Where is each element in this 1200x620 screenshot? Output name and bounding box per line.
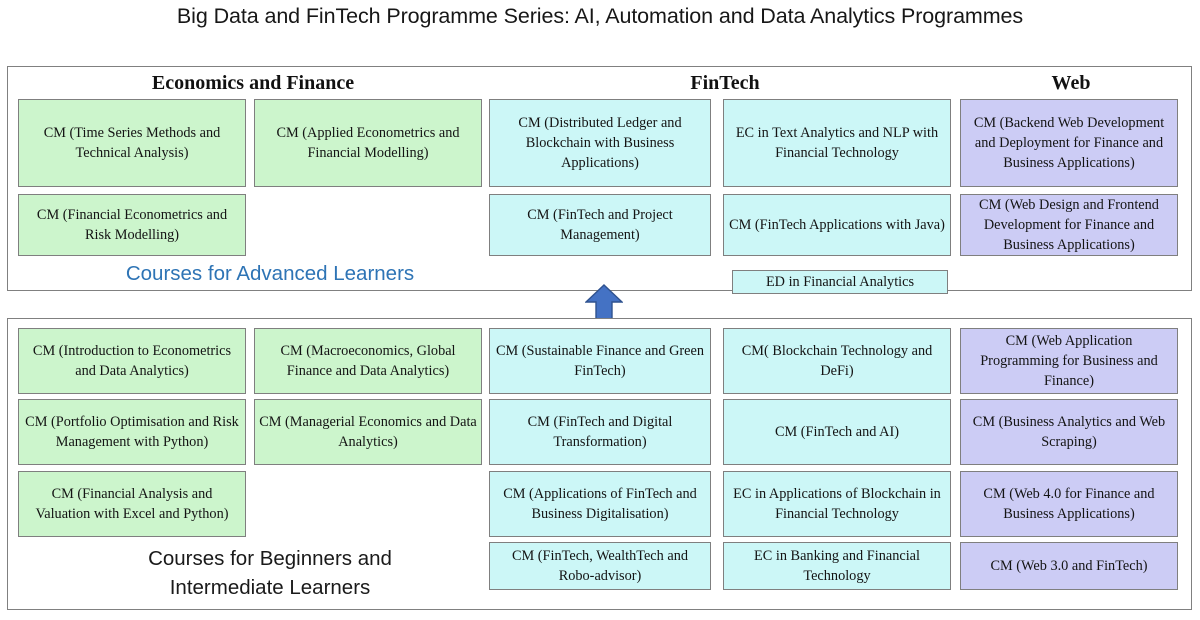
course-box[interactable]: CM (Backend Web Development and Deployme… (960, 99, 1178, 187)
course-box[interactable]: CM (Web 4.0 for Finance and Business App… (960, 471, 1178, 537)
beginner-learners-label: Courses for Beginners and Intermediate L… (148, 547, 392, 600)
up-arrow-icon (585, 284, 623, 322)
course-box[interactable]: EC in Banking and Financial Technology (723, 542, 951, 590)
course-box[interactable]: CM (Macroeconomics, Global Finance and D… (254, 328, 482, 394)
course-box[interactable]: CM (Distributed Ledger and Blockchain wi… (489, 99, 711, 187)
course-box[interactable]: CM (Time Series Methods and Technical An… (18, 99, 246, 187)
course-box[interactable]: CM (Financial Econometrics and Risk Mode… (18, 194, 246, 256)
course-box[interactable]: CM (Managerial Economics and Data Analyt… (254, 399, 482, 465)
course-box[interactable]: CM (FinTech and AI) (723, 399, 951, 465)
course-box[interactable]: CM (Business Analytics and Web Scraping) (960, 399, 1178, 465)
column-header-fintech: FinTech (690, 72, 760, 94)
course-box[interactable]: CM (Financial Analysis and Valuation wit… (18, 471, 246, 537)
course-box[interactable]: ED in Financial Analytics (732, 270, 948, 294)
course-box[interactable]: CM (Applied Econometrics and Financial M… (254, 99, 482, 187)
course-box[interactable]: CM (Sustainable Finance and Green FinTec… (489, 328, 711, 394)
course-box[interactable]: CM (Web Application Programming for Busi… (960, 328, 1178, 394)
course-box[interactable]: CM (Portfolio Optimisation and Risk Mana… (18, 399, 246, 465)
page-title: Big Data and FinTech Programme Series: A… (176, 4, 1024, 28)
course-box[interactable]: CM (FinTech and Digital Transformation) (489, 399, 711, 465)
advanced-learners-label: Courses for Advanced Learners (125, 262, 415, 285)
advanced-learners-panel: Economics and Finance FinTech Web CM (Ti… (7, 66, 1192, 294)
course-box[interactable]: CM (Web Design and Frontend Development … (960, 194, 1178, 256)
course-box[interactable]: EC in Text Analytics and NLP with Financ… (723, 99, 951, 187)
course-box[interactable]: CM( Blockchain Technology and DeFi) (723, 328, 951, 394)
course-box[interactable]: CM (FinTech, WealthTech and Robo-advisor… (489, 542, 711, 590)
course-box[interactable]: CM (Introduction to Econometrics and Dat… (18, 328, 246, 394)
beginner-learners-panel: CM (Introduction to Econometrics and Dat… (7, 318, 1192, 610)
column-header-web: Web (1051, 72, 1091, 94)
column-header-economics-and-finance: Economics and Finance (151, 72, 355, 94)
course-box[interactable]: CM (FinTech Applications with Java) (723, 194, 951, 256)
course-box[interactable]: CM (Applications of FinTech and Business… (489, 471, 711, 537)
course-box[interactable]: CM (FinTech and Project Management) (489, 194, 711, 256)
course-box[interactable]: CM (Web 3.0 and FinTech) (960, 542, 1178, 590)
course-box[interactable]: EC in Applications of Blockchain in Fina… (723, 471, 951, 537)
